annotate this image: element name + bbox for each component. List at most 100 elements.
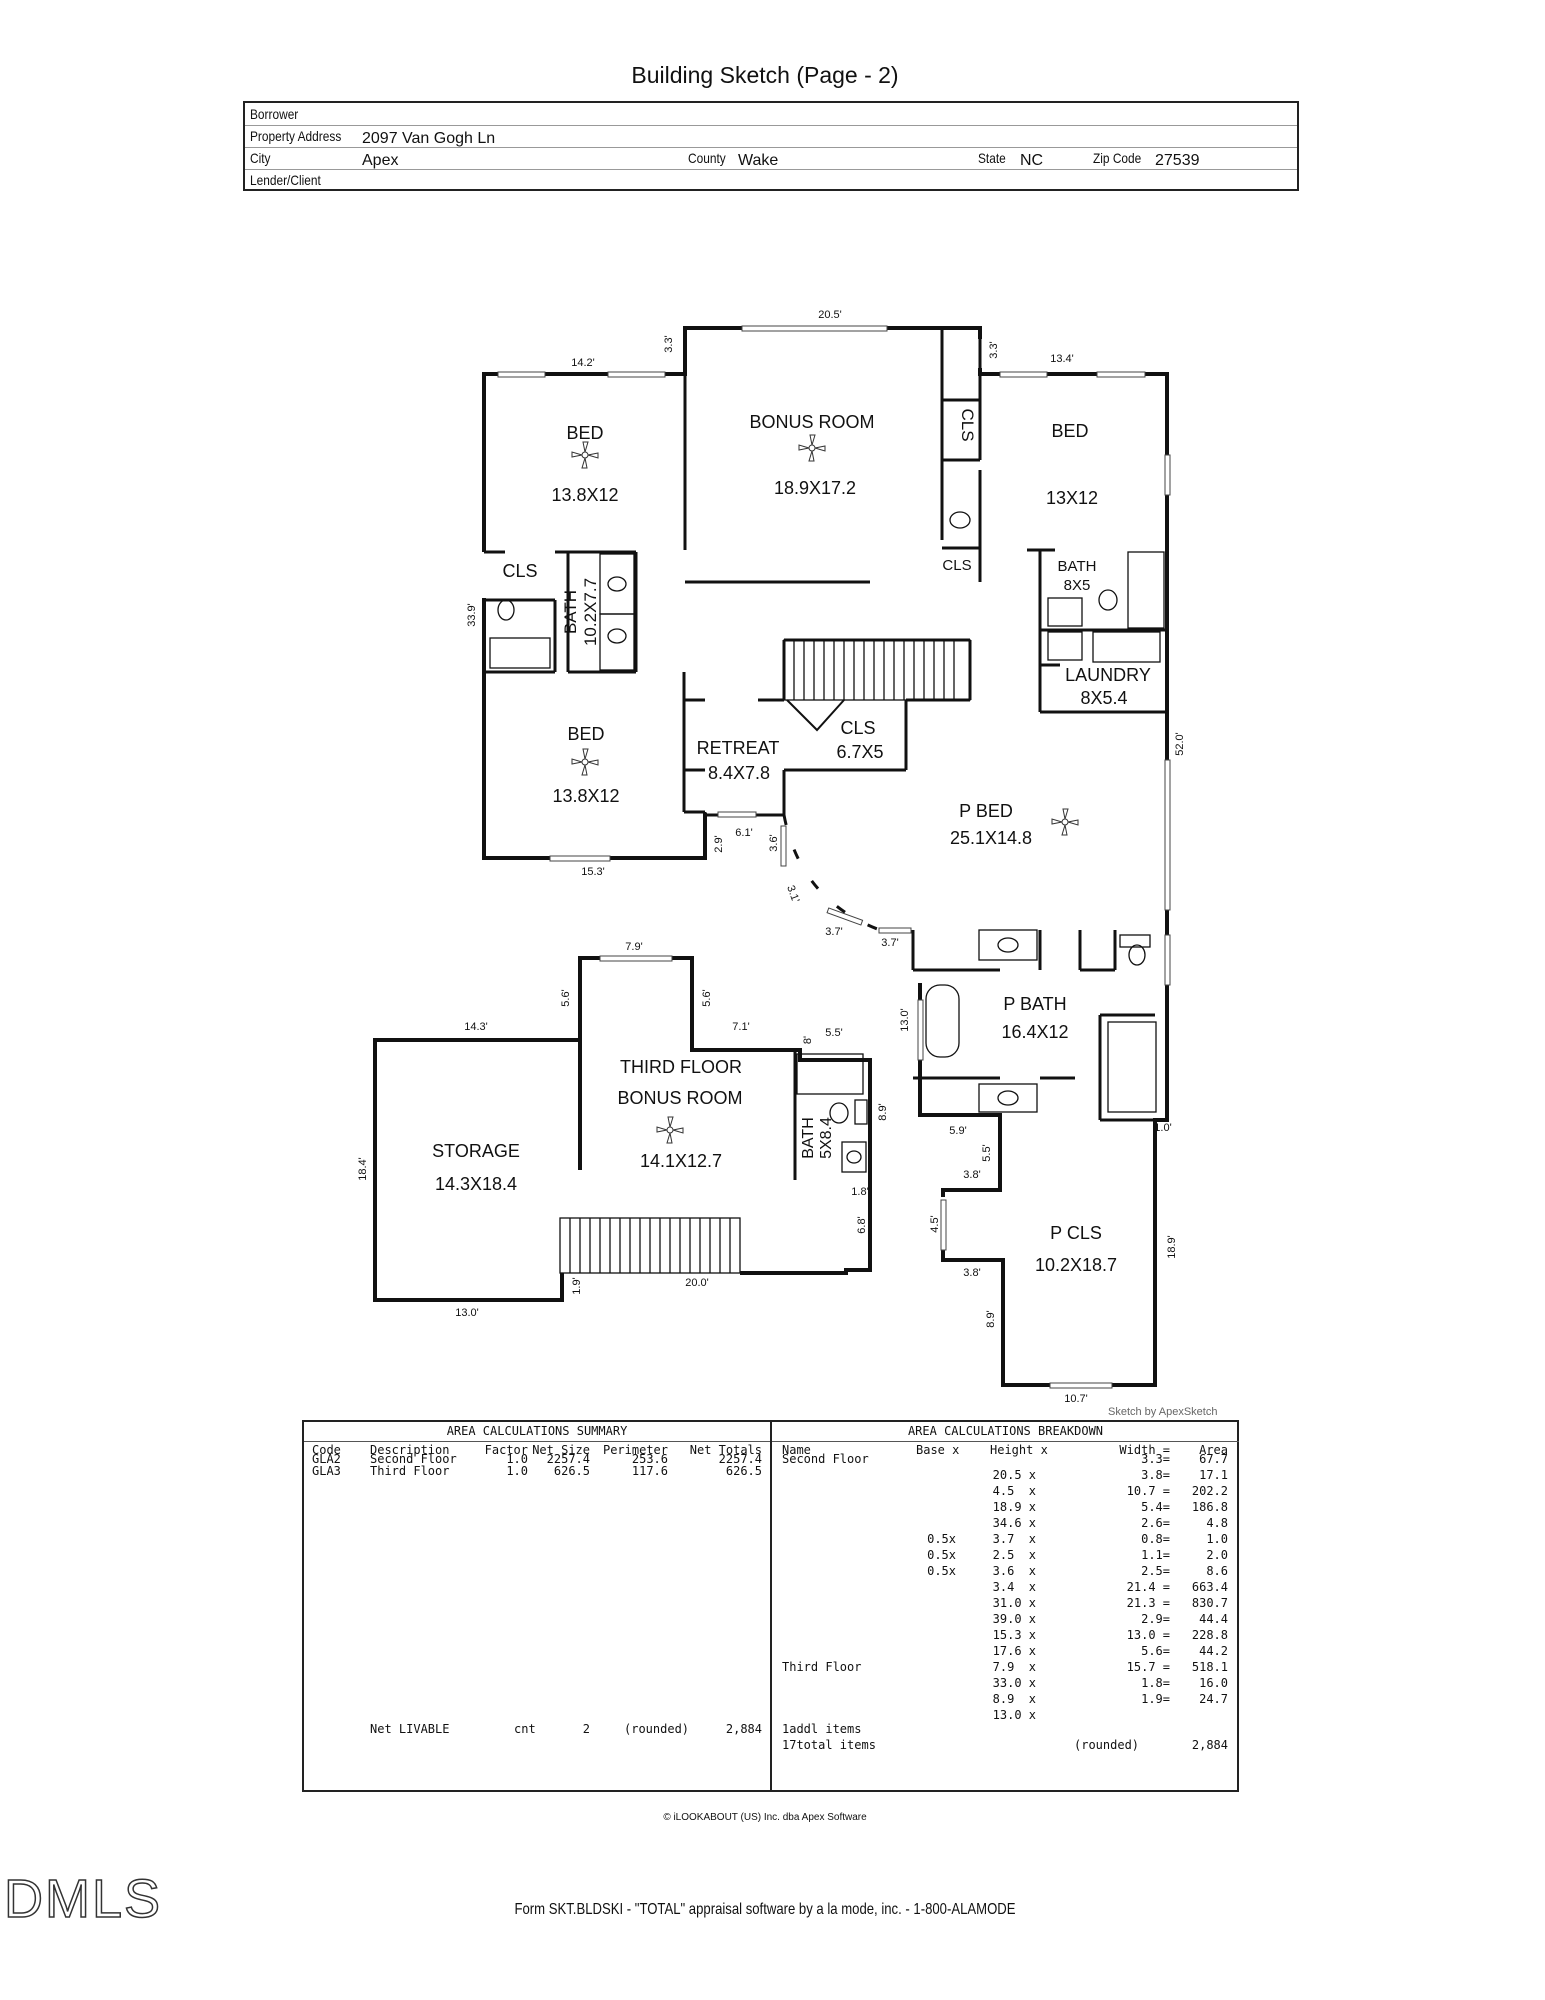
- breakdown-cell: 0.5x: [927, 1532, 956, 1546]
- curved-wall: [782, 814, 881, 932]
- room-name: CLS: [502, 561, 537, 581]
- dim-label: 3.7': [825, 926, 842, 938]
- dim-label: 8.9': [877, 1103, 889, 1120]
- breakdown-cell: 34.6 x: [992, 1516, 1036, 1530]
- sink-right: [1047, 597, 1083, 627]
- room-name: P CLS: [1050, 1223, 1102, 1243]
- room-size: 16.4X12: [1001, 1022, 1068, 1042]
- state-label: State: [978, 150, 1006, 166]
- summary-cell: 117.6: [631, 1464, 668, 1478]
- breakdown-header-width: Width =: [1119, 1443, 1170, 1457]
- fixtures: [489, 511, 1165, 1173]
- dim-label: 3.6': [768, 834, 780, 851]
- breakdown-cell: 228.8: [1191, 1628, 1228, 1642]
- dim-label: 18.4': [357, 1157, 369, 1181]
- summary-cell: 2257.4: [546, 1452, 590, 1466]
- room-name: BATH: [800, 1117, 817, 1158]
- state-value: NC: [1020, 152, 1044, 169]
- summary-header-perimeter: Perimeter: [602, 1443, 668, 1457]
- dim-label: 6.8': [856, 1216, 868, 1233]
- dim-label: 3.3': [988, 341, 1000, 358]
- room-name: P BATH: [1003, 994, 1066, 1014]
- summary-cell: 626.5: [725, 1464, 762, 1478]
- fan-icon: [798, 434, 826, 462]
- lender-label: Lender/Client: [250, 172, 321, 188]
- dim-label: 4.5': [929, 1215, 941, 1232]
- breakdown-cell: 2.5 x: [992, 1548, 1036, 1562]
- dim-label: 20.5': [818, 309, 842, 321]
- county-value: Wake: [738, 152, 779, 169]
- dim-label: 5.5': [825, 1027, 842, 1039]
- dim-label: 33.9': [466, 603, 478, 627]
- dim-label: 1.0': [1154, 1122, 1171, 1134]
- breakdown-cell: 21.4 =: [1126, 1580, 1170, 1594]
- property-header-table: Borrower Property Address 2097 Van Gogh …: [243, 101, 1299, 191]
- breakdown-title: AREA CALCULATIONS BREAKDOWN: [907, 1424, 1104, 1438]
- room-name: CLS: [958, 408, 977, 441]
- third-bath-toilet: [829, 1102, 849, 1124]
- summary-title: AREA CALCULATIONS SUMMARY: [446, 1424, 628, 1438]
- net-livable-rounded: (rounded): [624, 1722, 690, 1736]
- tub-right: [1127, 551, 1165, 629]
- breakdown-cell: 1.1=: [1141, 1548, 1170, 1562]
- breakdown-cell: 3.7 x: [992, 1532, 1036, 1546]
- room-name: CLS: [942, 557, 971, 574]
- breakdown-cell: 2.9=: [1141, 1612, 1170, 1626]
- breakdown-cell: 663.4: [1191, 1580, 1228, 1594]
- ceiling-fans: [571, 434, 1079, 1144]
- summary-header-code: Code: [312, 1443, 341, 1457]
- breakdown-cell: 67.7: [1199, 1452, 1228, 1466]
- summary-cell: GLA3: [312, 1464, 341, 1478]
- dim-label: 15.3': [581, 866, 605, 878]
- fan-icon: [571, 748, 599, 776]
- area-calculations: AREA CALCULATIONS SUMMARY Code Descripti…: [302, 1420, 1239, 1792]
- summary-header-factor: Factor: [484, 1443, 528, 1457]
- dim-label: 18.9': [1166, 1235, 1178, 1259]
- breakdown-cell: 0.8=: [1141, 1532, 1170, 1546]
- dim-label: 20.0': [685, 1277, 709, 1289]
- breakdown-cell: 5.6=: [1141, 1644, 1170, 1658]
- room-size: 14.1X12.7: [640, 1151, 722, 1171]
- lender-row: Lender/Client: [245, 169, 1297, 191]
- breakdown-cell: 4.5 x: [992, 1484, 1036, 1498]
- dimension-labels: 20.5' 14.2' 3.3' 3.3' 13.4' 33.9' 52.0' …: [357, 309, 1186, 1405]
- p-bath-toilet: [1128, 944, 1146, 966]
- total-items: 17total items: [782, 1738, 876, 1752]
- dim-label: 3.8': [963, 1169, 980, 1181]
- room-size: 8X5: [1064, 577, 1091, 594]
- p-bath-vanity-top: [978, 929, 1038, 961]
- summary-header-netsize: Net Size: [532, 1443, 590, 1457]
- room-size: 13.8X12: [552, 786, 619, 806]
- form-footer: Form SKT.BLDSKI - "TOTAL" appraisal soft…: [514, 1901, 1016, 1918]
- borrower-label: Borrower: [250, 106, 299, 122]
- borrower-row: Borrower: [245, 103, 1297, 126]
- dim-label: 2.9': [713, 835, 725, 852]
- room-size: 14.3X18.4: [435, 1174, 517, 1194]
- breakdown-cell: 17.1: [1199, 1468, 1228, 1482]
- room-size: 10.2X18.7: [1035, 1255, 1117, 1275]
- room-name: BED: [567, 724, 604, 744]
- dim-label: 3.7': [881, 937, 898, 949]
- fan-icon: [571, 441, 599, 469]
- room-name: P BED: [959, 801, 1013, 821]
- room-size: 8.4X7.8: [708, 763, 770, 783]
- breakdown-header-base: Base x: [916, 1443, 960, 1457]
- panel-divider: [770, 1422, 772, 1790]
- summary-rule: [304, 1441, 770, 1442]
- room-size: 18.9X17.2: [774, 478, 856, 498]
- breakdown-cell: 3.8=: [1141, 1468, 1170, 1482]
- county-label: County: [688, 150, 726, 166]
- p-bath-vanity-bottom: [978, 1083, 1038, 1113]
- room-name: BED: [566, 423, 603, 443]
- net-livable-unit: cnt: [514, 1722, 536, 1736]
- summary-cell: 2257.4: [718, 1452, 762, 1466]
- dim-label: 14.2': [571, 357, 595, 369]
- breakdown-cell: 44.4: [1199, 1612, 1228, 1626]
- breakdown-cell: 186.8: [1191, 1500, 1228, 1514]
- dim-label: 3.1': [784, 884, 801, 904]
- third-floor-walls: [373, 956, 872, 1302]
- dim-label: 1.8': [851, 1186, 868, 1198]
- breakdown-cell: 16.0: [1199, 1676, 1228, 1690]
- tub-left: [489, 637, 551, 669]
- dim-label: 5.5': [981, 1144, 993, 1161]
